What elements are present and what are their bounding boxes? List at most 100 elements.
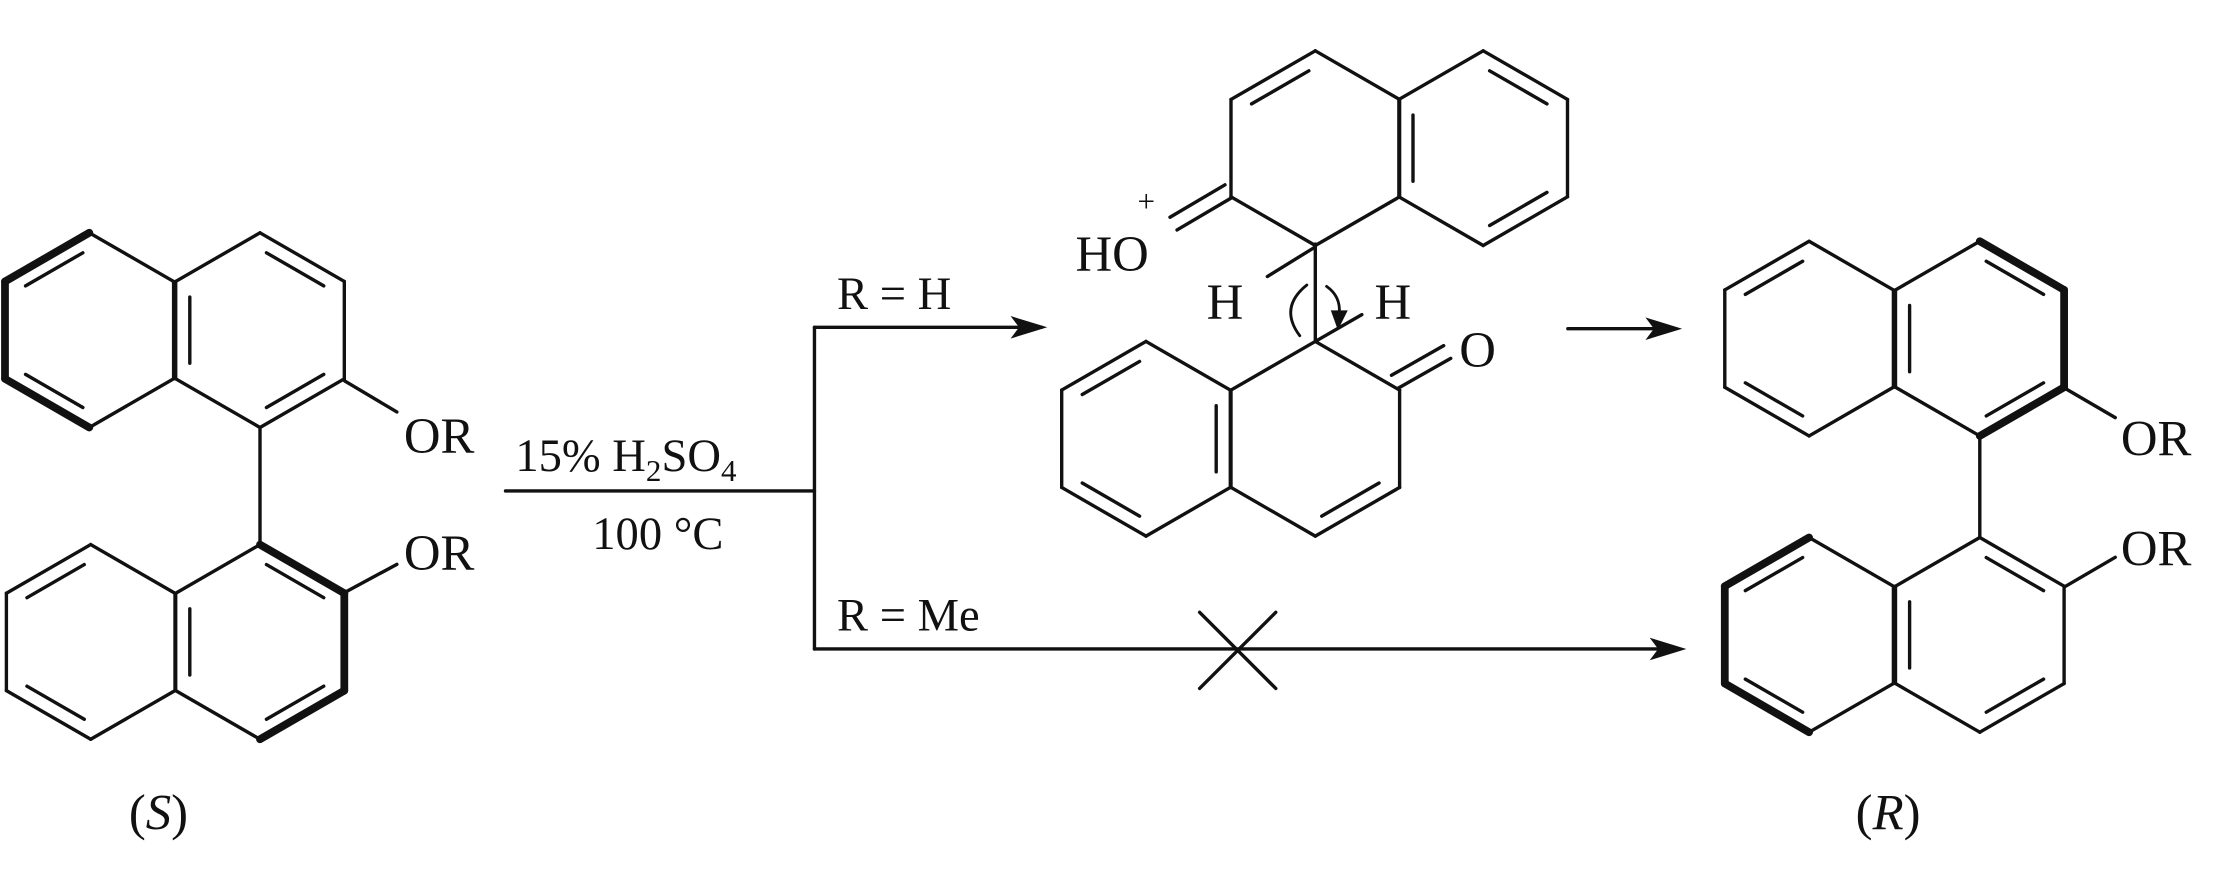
c-o-double-bond bbox=[1396, 356, 1453, 390]
positive-charge: + bbox=[1138, 184, 1156, 219]
bond-layer bbox=[1, 49, 2117, 744]
double-bond-inner-line bbox=[23, 251, 85, 288]
reactant-or-top: OR bbox=[404, 408, 475, 464]
ring-bond bbox=[1, 228, 94, 286]
ring-bond bbox=[174, 231, 262, 284]
c-o-double-bond bbox=[1175, 195, 1234, 232]
ring-bond bbox=[1807, 385, 1896, 438]
ring-bond bbox=[1893, 239, 1982, 292]
ring-bond bbox=[87, 231, 176, 284]
double-bond-inner-line bbox=[23, 372, 85, 410]
ketone-oxygen-label: O bbox=[1459, 322, 1496, 378]
c-h-bond bbox=[1265, 245, 1317, 279]
double-bond-inner-line bbox=[264, 251, 326, 288]
ring-bond bbox=[258, 231, 347, 284]
double-bond-inner-line bbox=[1984, 259, 2046, 297]
ring-bond bbox=[1720, 533, 1813, 591]
ring-bond bbox=[4, 542, 93, 595]
double-bond-inner-line bbox=[1487, 69, 1549, 106]
ring-bond bbox=[1144, 339, 1233, 392]
rotation-arrow-icon bbox=[1325, 284, 1341, 315]
ring-bond bbox=[89, 688, 177, 741]
ring-bond bbox=[4, 688, 93, 741]
double-bond-inner-line bbox=[1743, 259, 1805, 297]
ring-bond bbox=[1481, 49, 1570, 102]
ring-bond bbox=[1807, 535, 1896, 588]
ring-bond bbox=[256, 686, 349, 744]
product-or-top: OR bbox=[2121, 411, 2192, 467]
ring-bond bbox=[1978, 535, 2066, 588]
ring-bond bbox=[174, 542, 262, 595]
branch-lower-label: R = Me bbox=[837, 591, 980, 642]
ring-bond bbox=[1229, 195, 1317, 248]
bond bbox=[2062, 555, 2117, 589]
ring-bond bbox=[1397, 195, 1485, 248]
ring-bond bbox=[1313, 49, 1402, 102]
ring-bond bbox=[1723, 239, 1811, 292]
reactant-stereo-label: (S) bbox=[129, 785, 188, 841]
ring-bond bbox=[1313, 485, 1402, 538]
reagent-label: 15% H2SO4 bbox=[515, 431, 737, 488]
ring-bond bbox=[1481, 195, 1570, 248]
c-o-double-bond bbox=[1389, 343, 1446, 377]
temperature-label: 100 °C bbox=[592, 509, 723, 560]
ring-bond bbox=[89, 542, 177, 595]
double-bond-inner-line bbox=[264, 562, 326, 600]
double-bond-inner-line bbox=[1743, 381, 1805, 418]
double-bond-inner-line bbox=[1320, 481, 1381, 518]
ring-bond bbox=[1229, 339, 1317, 392]
double-bond-inner-line bbox=[1984, 677, 2046, 714]
ring-bond bbox=[1397, 49, 1485, 102]
ring-bond bbox=[1144, 485, 1233, 538]
double-bond-inner-line bbox=[1984, 381, 2046, 418]
double-bond-inner-line bbox=[1249, 69, 1311, 106]
ring-bond bbox=[1893, 681, 1982, 734]
double-bond-inner-line bbox=[25, 562, 86, 600]
ring-bond bbox=[1975, 383, 2068, 440]
arrowhead-icon bbox=[1649, 637, 1687, 661]
c-o-double-bond bbox=[1168, 183, 1227, 219]
blocked-cross-mark bbox=[1197, 610, 1278, 691]
oxonium-ho-label: HO bbox=[1075, 226, 1148, 282]
reactant-or-bottom: OR bbox=[404, 525, 475, 581]
double-bond-inner-line bbox=[1080, 481, 1142, 518]
ring-bond bbox=[1720, 679, 1813, 737]
ring-bond bbox=[1893, 385, 1982, 438]
double-bond-inner-line bbox=[1743, 555, 1805, 593]
arrowhead-icon bbox=[1010, 316, 1048, 339]
bond bbox=[2062, 386, 2117, 420]
double-bond-inner-line bbox=[1080, 359, 1142, 397]
ring-bond bbox=[1060, 485, 1148, 538]
double-bond-inner-line bbox=[264, 684, 326, 721]
ring-bond bbox=[1975, 237, 2068, 294]
double-bond-inner-line bbox=[25, 684, 86, 721]
arrowhead-icon bbox=[1645, 317, 1683, 341]
ring-bond bbox=[87, 377, 176, 430]
rotation-arrowhead-icon bbox=[1330, 310, 1348, 331]
ring-bond bbox=[1723, 385, 1811, 438]
branch-upper-label: R = H bbox=[837, 269, 951, 320]
ring-bond bbox=[1313, 339, 1402, 392]
ring-bond bbox=[1, 374, 94, 432]
double-bond-inner-line bbox=[1984, 555, 2046, 593]
ring-bond bbox=[1229, 49, 1317, 102]
ring-bond bbox=[1313, 195, 1402, 248]
bond bbox=[342, 562, 399, 595]
ring-bond bbox=[1978, 681, 2066, 734]
hydrogen-right-label: H bbox=[1375, 274, 1412, 330]
ring-bond bbox=[174, 688, 262, 741]
hydrogen-left-label: H bbox=[1207, 274, 1244, 330]
bond bbox=[342, 379, 399, 414]
ring-bond bbox=[1893, 535, 1982, 588]
double-bond-inner-line bbox=[1487, 190, 1549, 228]
product-stereo-label: (R) bbox=[1856, 785, 1921, 841]
double-bond-inner-line bbox=[1743, 677, 1805, 714]
ring-bond bbox=[1807, 239, 1896, 292]
ring-bond bbox=[1229, 485, 1317, 538]
ring-bond bbox=[1807, 681, 1896, 734]
ring-bond bbox=[174, 377, 262, 430]
ring-bond bbox=[1060, 339, 1148, 392]
ring-bond bbox=[258, 377, 347, 430]
product-or-bottom: OR bbox=[2121, 521, 2192, 577]
